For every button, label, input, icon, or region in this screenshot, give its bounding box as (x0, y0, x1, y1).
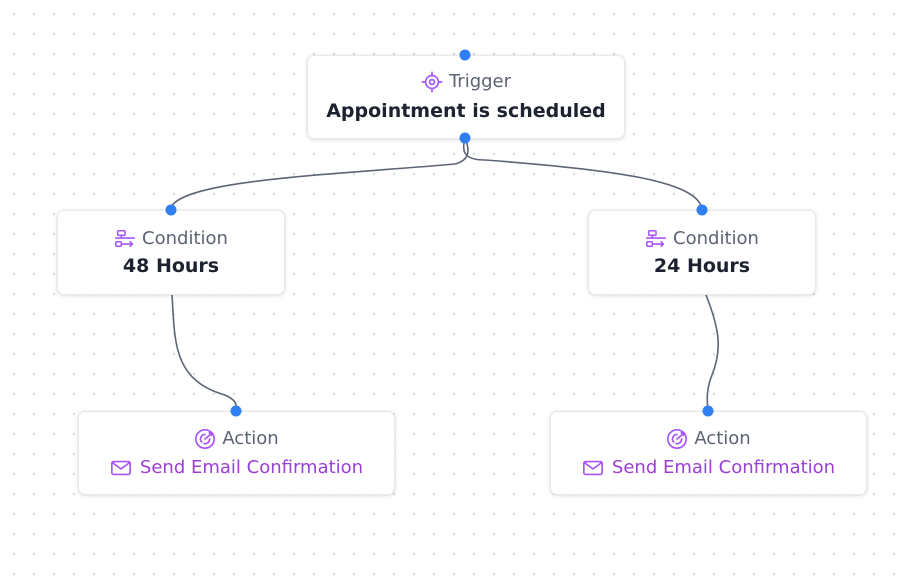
action-heading: Action (694, 427, 751, 449)
mail-icon (582, 457, 604, 479)
action-item[interactable]: Send Email Confirmation (110, 457, 363, 479)
action-icon (194, 428, 216, 450)
trigger-input-handle[interactable] (459, 49, 471, 61)
condition-header: Condition (645, 228, 759, 250)
action-left-input-handle[interactable] (230, 405, 242, 417)
action-item-label: Send Email Confirmation (139, 456, 364, 478)
condition-title: 24 Hours (653, 254, 751, 277)
action-node-left[interactable]: Action Send Email Confirmation (78, 411, 395, 495)
condition-24-input-handle[interactable] (696, 204, 708, 216)
condition-heading: Condition (142, 227, 228, 249)
action-header: Action (666, 427, 751, 450)
edge-trigger-to-condition-24[interactable] (462, 137, 703, 211)
action-item-label: Send Email Confirmation (611, 456, 836, 478)
condition-title: 48 Hours (122, 254, 220, 277)
condition-header: Condition (114, 228, 228, 250)
edge-condition-48-to-action[interactable] (171, 294, 238, 412)
edge-condition-24-to-action[interactable] (705, 294, 720, 412)
condition-node-48-hours[interactable]: Condition 48 Hours (57, 210, 285, 295)
trigger-header: Trigger (421, 71, 511, 93)
trigger-node[interactable]: Trigger Appointment is scheduled (307, 55, 625, 139)
action-icon (666, 428, 688, 450)
condition-48-input-handle[interactable] (165, 204, 177, 216)
condition-node-24-hours[interactable]: Condition 24 Hours (588, 210, 816, 295)
trigger-heading: Trigger (448, 71, 512, 92)
trigger-title: Appointment is scheduled (326, 100, 606, 122)
action-item[interactable]: Send Email Confirmation (582, 457, 835, 479)
action-header: Action (194, 427, 279, 450)
condition-heading: Condition (673, 227, 759, 249)
mail-icon (110, 457, 132, 479)
edge-trigger-to-condition-48[interactable] (169, 137, 469, 211)
branch-icon (114, 228, 136, 250)
action-right-input-handle[interactable] (702, 405, 714, 417)
action-node-right[interactable]: Action Send Email Confirmation (550, 411, 867, 495)
branch-icon (645, 228, 667, 250)
target-icon (421, 71, 443, 93)
action-heading: Action (222, 427, 279, 449)
trigger-output-handle[interactable] (459, 132, 471, 144)
